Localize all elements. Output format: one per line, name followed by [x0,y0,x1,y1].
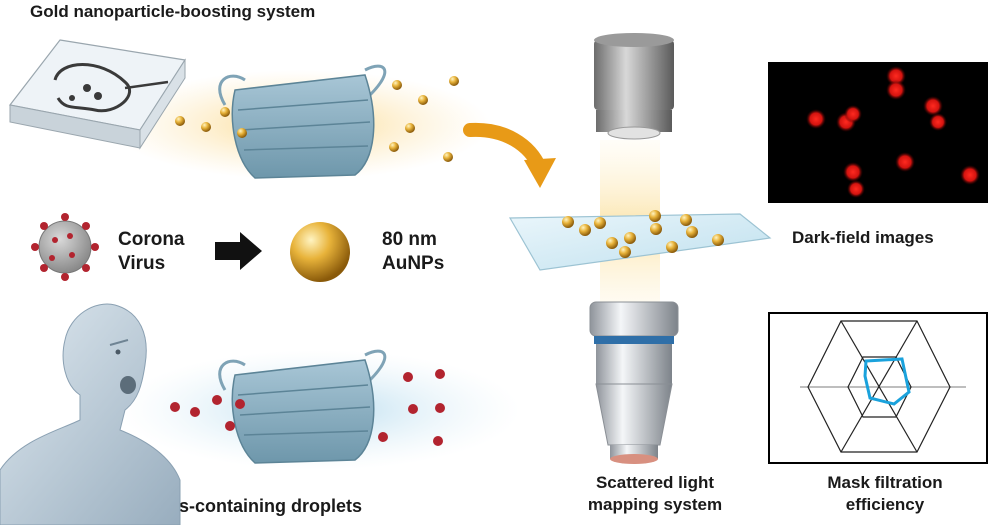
microscope-objective-icon [589,301,679,464]
radar-spoke [840,320,918,453]
virus-droplet [190,407,200,417]
virus-droplet [170,402,180,412]
gold-nanoparticle-icon [220,107,230,117]
gold-nanoparticle-icon [201,122,211,132]
virus-droplet [225,421,235,431]
gold-particles-top [175,76,459,162]
top-title: Gold nanoparticle-boosting system [30,2,316,21]
darkfield-spot [886,66,906,86]
gold-nanoparticle-icon [650,223,662,235]
mask-filtration-label: Mask filtration efficiency [795,472,975,516]
virus-droplet [435,403,445,413]
gold-nanoparticle-icon [443,152,453,162]
virus-droplet [403,372,413,382]
corona-virus-label: Corona Virus [118,228,185,276]
gold-nanoparticle-icon [418,95,428,105]
aunp-label: 80 nm AuNPs [382,228,444,276]
gold-nanoparticle-icon [712,234,724,246]
darkfield-label: Dark-field images [792,228,934,247]
gold-nanoparticle-icon [237,128,247,138]
gold-nanoparticle-icon [686,226,698,238]
face-mask-icon [218,64,387,179]
darkfield-spot [843,162,863,182]
human-head-icon [0,303,181,525]
virus-droplet [408,404,418,414]
gold-nanoparticle-icon [666,241,678,253]
right-arrow-icon [215,232,262,270]
scatter-label-line2: mapping system [587,495,723,514]
darkfield-image-panel [768,62,988,203]
scattered-light-label: Scattered light mapping system [560,472,750,516]
gold-nanoparticle-icon [290,222,350,282]
gold-nanoparticle-icon [579,224,591,236]
darkfield-spot [806,109,826,129]
darkfield-spot [895,152,915,172]
darkfield-spot [929,113,947,131]
corona-label-line2: Virus [118,253,166,274]
virus-droplet [435,369,445,379]
coronavirus-icon [31,213,99,281]
virus-droplet [378,432,388,442]
aunp-label-line1: 80 nm [382,229,437,250]
darkfield-spots [806,66,980,198]
gold-nanoparticle-icon [562,216,574,228]
darkfield-spot [844,105,862,123]
gold-nanoparticle-icon [680,214,692,226]
gold-nanoparticle-icon [624,232,636,244]
mask-label-line2: efficiency [845,495,925,514]
gold-nanoparticle-icon [449,76,459,86]
gold-nanoparticle-icon [175,116,185,126]
virus-droplet [433,436,443,446]
darkfield-spot [960,165,980,185]
aunp-label-line2: AuNPs [382,253,445,274]
gold-nanoparticle-icon [606,237,618,249]
virus-droplets [170,369,445,446]
face-mask-icon [218,349,387,464]
glass-slide-icon [508,210,772,271]
virus-droplet [235,399,245,409]
radar-hexagon-inner [847,356,912,418]
darkfield-spot [847,180,865,198]
gold-nanoparticle-icon [392,80,402,90]
radar-plot [800,320,966,453]
gold-nanoparticle-icon [594,217,606,229]
radar-series [863,357,911,406]
darkfield-spot [886,80,906,100]
gold-nanoparticle-icon [619,246,631,258]
filtration-radar-panel [768,312,988,464]
virus-droplet [212,395,222,405]
light-source-icon [594,33,674,140]
corona-label-line1: Corona [118,229,185,250]
microfluidic-chip-icon [8,39,187,150]
gold-nanoparticle-icon [405,123,415,133]
scatter-label-line1: Scattered light [595,473,715,492]
gold-nanoparticle-icon [649,210,661,222]
darkfield-spot [923,96,943,116]
curved-arrow-icon [463,122,556,188]
mask-label-line1: Mask filtration [827,473,943,492]
gold-nanoparticle-icon [389,142,399,152]
